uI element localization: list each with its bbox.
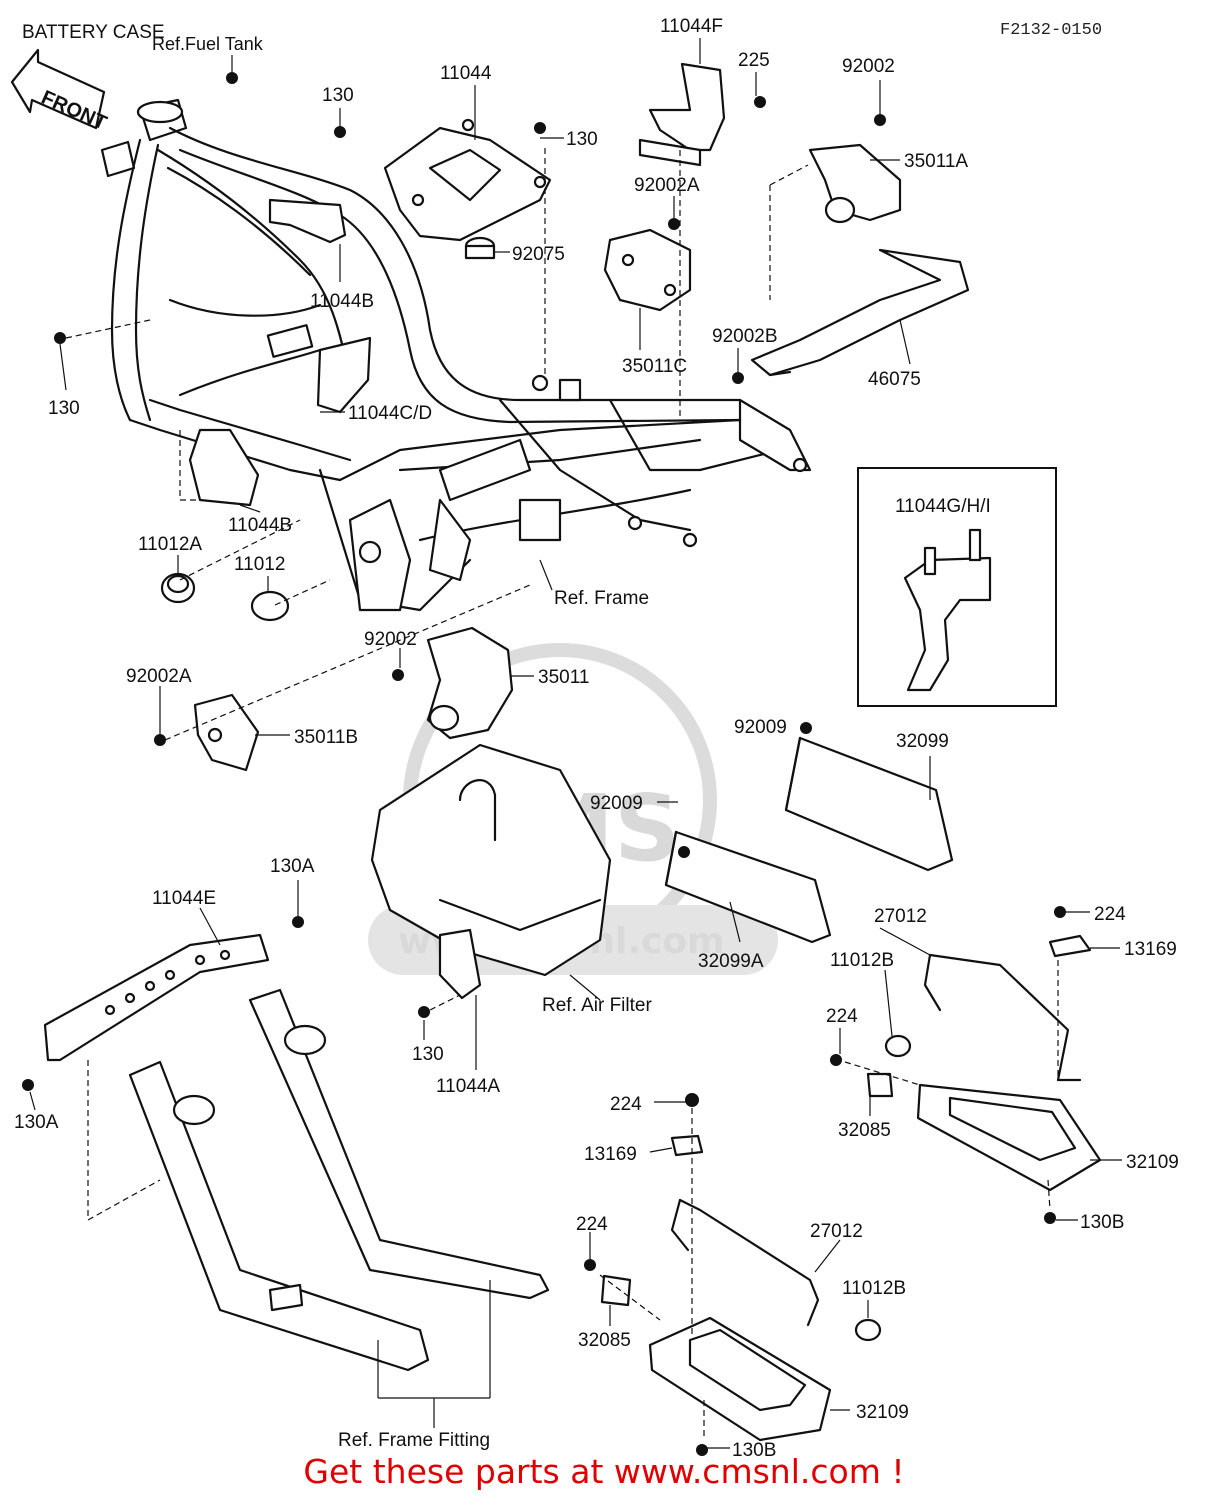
diagram-title: BATTERY CASE bbox=[22, 22, 165, 43]
part-label-11012B-a: 11012B bbox=[830, 950, 894, 971]
part-label-46075: 46075 bbox=[868, 369, 921, 390]
part-label-92002B: 92002B bbox=[712, 326, 778, 347]
front-arrow-icon: FRONT bbox=[10, 48, 110, 135]
bracket-11044B-lower bbox=[188, 428, 260, 507]
ref-air-filter-label: Ref. Air Filter bbox=[542, 995, 652, 1016]
ref-frame-fitting-label: Ref. Frame Fitting bbox=[338, 1430, 490, 1451]
part-label-11044: 11044 bbox=[440, 63, 492, 84]
part-label-11012B-b: 11012B bbox=[842, 1278, 906, 1299]
part-label-35011B: 35011B bbox=[294, 727, 358, 748]
part-label-13169-b: 13169 bbox=[584, 1144, 637, 1165]
part-label-130A-low: 130A bbox=[14, 1112, 59, 1133]
detail-box-11044GHI bbox=[857, 467, 1057, 707]
part-label-92009-b: 92009 bbox=[590, 793, 643, 814]
part-label-130B-b: 130B bbox=[732, 1440, 776, 1461]
bracket-11044 bbox=[383, 118, 552, 242]
battery-tray-32109-upper bbox=[916, 1083, 1102, 1192]
bracket-35011B bbox=[193, 693, 260, 772]
battery-strap-27012-upper bbox=[923, 953, 1082, 1082]
bracket-35011 bbox=[426, 626, 514, 740]
part-label-224-d: 224 bbox=[576, 1214, 608, 1235]
part-label-11012A: 11012A bbox=[138, 534, 202, 555]
part-label-130A-top: 130A bbox=[270, 856, 315, 877]
leader-lines bbox=[29, 38, 1122, 1449]
plug-11012A bbox=[160, 572, 196, 604]
part-label-11044GHI: 11044G/H/I bbox=[895, 496, 991, 517]
frame-fitting-right bbox=[248, 988, 550, 1300]
part-label-92075: 92075 bbox=[512, 244, 565, 265]
part-label-11044E: 11044E bbox=[152, 888, 216, 909]
part-label-130-left: 130 bbox=[48, 398, 80, 419]
part-label-27012-a: 27012 bbox=[874, 906, 927, 927]
part-label-92002-mid: 92002 bbox=[364, 629, 417, 650]
frame-fitting-left bbox=[128, 1060, 430, 1372]
part-label-11044A: 11044A bbox=[436, 1076, 500, 1097]
part-label-11044B-top: 11044B bbox=[310, 291, 374, 312]
bracket-35011A bbox=[808, 143, 902, 224]
bracket-11044F bbox=[638, 62, 726, 167]
part-label-130-b: 130 bbox=[566, 129, 598, 150]
footer-promo-text: Get these parts at www.cmsnl.com ! bbox=[303, 1452, 905, 1491]
ref-frame-label: Ref. Frame bbox=[554, 588, 649, 609]
diagram-code: F2132-0150 bbox=[1000, 21, 1102, 40]
part-label-225: 225 bbox=[738, 50, 770, 71]
grab-bar-46075 bbox=[750, 248, 970, 377]
battery-tray-32109-lower bbox=[648, 1316, 832, 1442]
part-label-32109-b: 32109 bbox=[856, 1402, 909, 1423]
plug-11012 bbox=[250, 590, 290, 622]
part-label-35011C: 35011C bbox=[622, 356, 687, 377]
part-label-92009-a: 92009 bbox=[734, 717, 787, 738]
part-label-92002-top: 92002 bbox=[842, 56, 895, 77]
part-label-11044CD: 11044C/D bbox=[348, 403, 432, 424]
part-label-27012-b: 27012 bbox=[810, 1221, 863, 1242]
part-label-92002A-low: 92002A bbox=[126, 666, 192, 687]
part-label-32109-a: 32109 bbox=[1126, 1152, 1179, 1173]
part-label-130B-a: 130B bbox=[1080, 1212, 1124, 1233]
ref-fuel-tank-label: Ref.Fuel Tank bbox=[152, 34, 264, 54]
bracket-11044B-upper bbox=[268, 198, 347, 244]
part-label-224-c: 224 bbox=[610, 1094, 642, 1115]
part-label-224-b: 224 bbox=[826, 1006, 858, 1027]
part-label-11044F: 11044F bbox=[660, 16, 723, 37]
battery-strap-27012-lower bbox=[670, 1198, 820, 1327]
bolt-icon bbox=[22, 72, 1092, 1456]
part-label-11012: 11012 bbox=[234, 554, 285, 575]
part-label-32099A: 32099A bbox=[698, 951, 764, 972]
air-filter-box bbox=[370, 743, 612, 1000]
bracket-35011C bbox=[603, 228, 692, 312]
grommet-92075 bbox=[464, 236, 496, 260]
part-label-35011A: 35011A bbox=[904, 151, 968, 172]
part-label-35011: 35011 bbox=[538, 667, 589, 688]
part-label-11044B-low: 11044B bbox=[228, 515, 292, 536]
part-label-92002A-top: 92002A bbox=[634, 175, 700, 196]
part-label-13169-a: 13169 bbox=[1124, 939, 1177, 960]
part-label-224-a: 224 bbox=[1094, 904, 1126, 925]
frame-drawing bbox=[100, 98, 812, 612]
part-label-130-c: 130 bbox=[412, 1044, 444, 1065]
part-label-32099: 32099 bbox=[896, 731, 949, 752]
part-label-130-a: 130 bbox=[322, 85, 354, 106]
part-label-32085-a: 32085 bbox=[838, 1120, 891, 1141]
battery-cover-32099 bbox=[784, 736, 954, 872]
bracket-11044CD bbox=[316, 336, 372, 414]
part-label-32085-b: 32085 bbox=[578, 1330, 631, 1351]
battery-cover-32099A bbox=[664, 830, 832, 944]
bracket-11044E bbox=[43, 933, 270, 1062]
